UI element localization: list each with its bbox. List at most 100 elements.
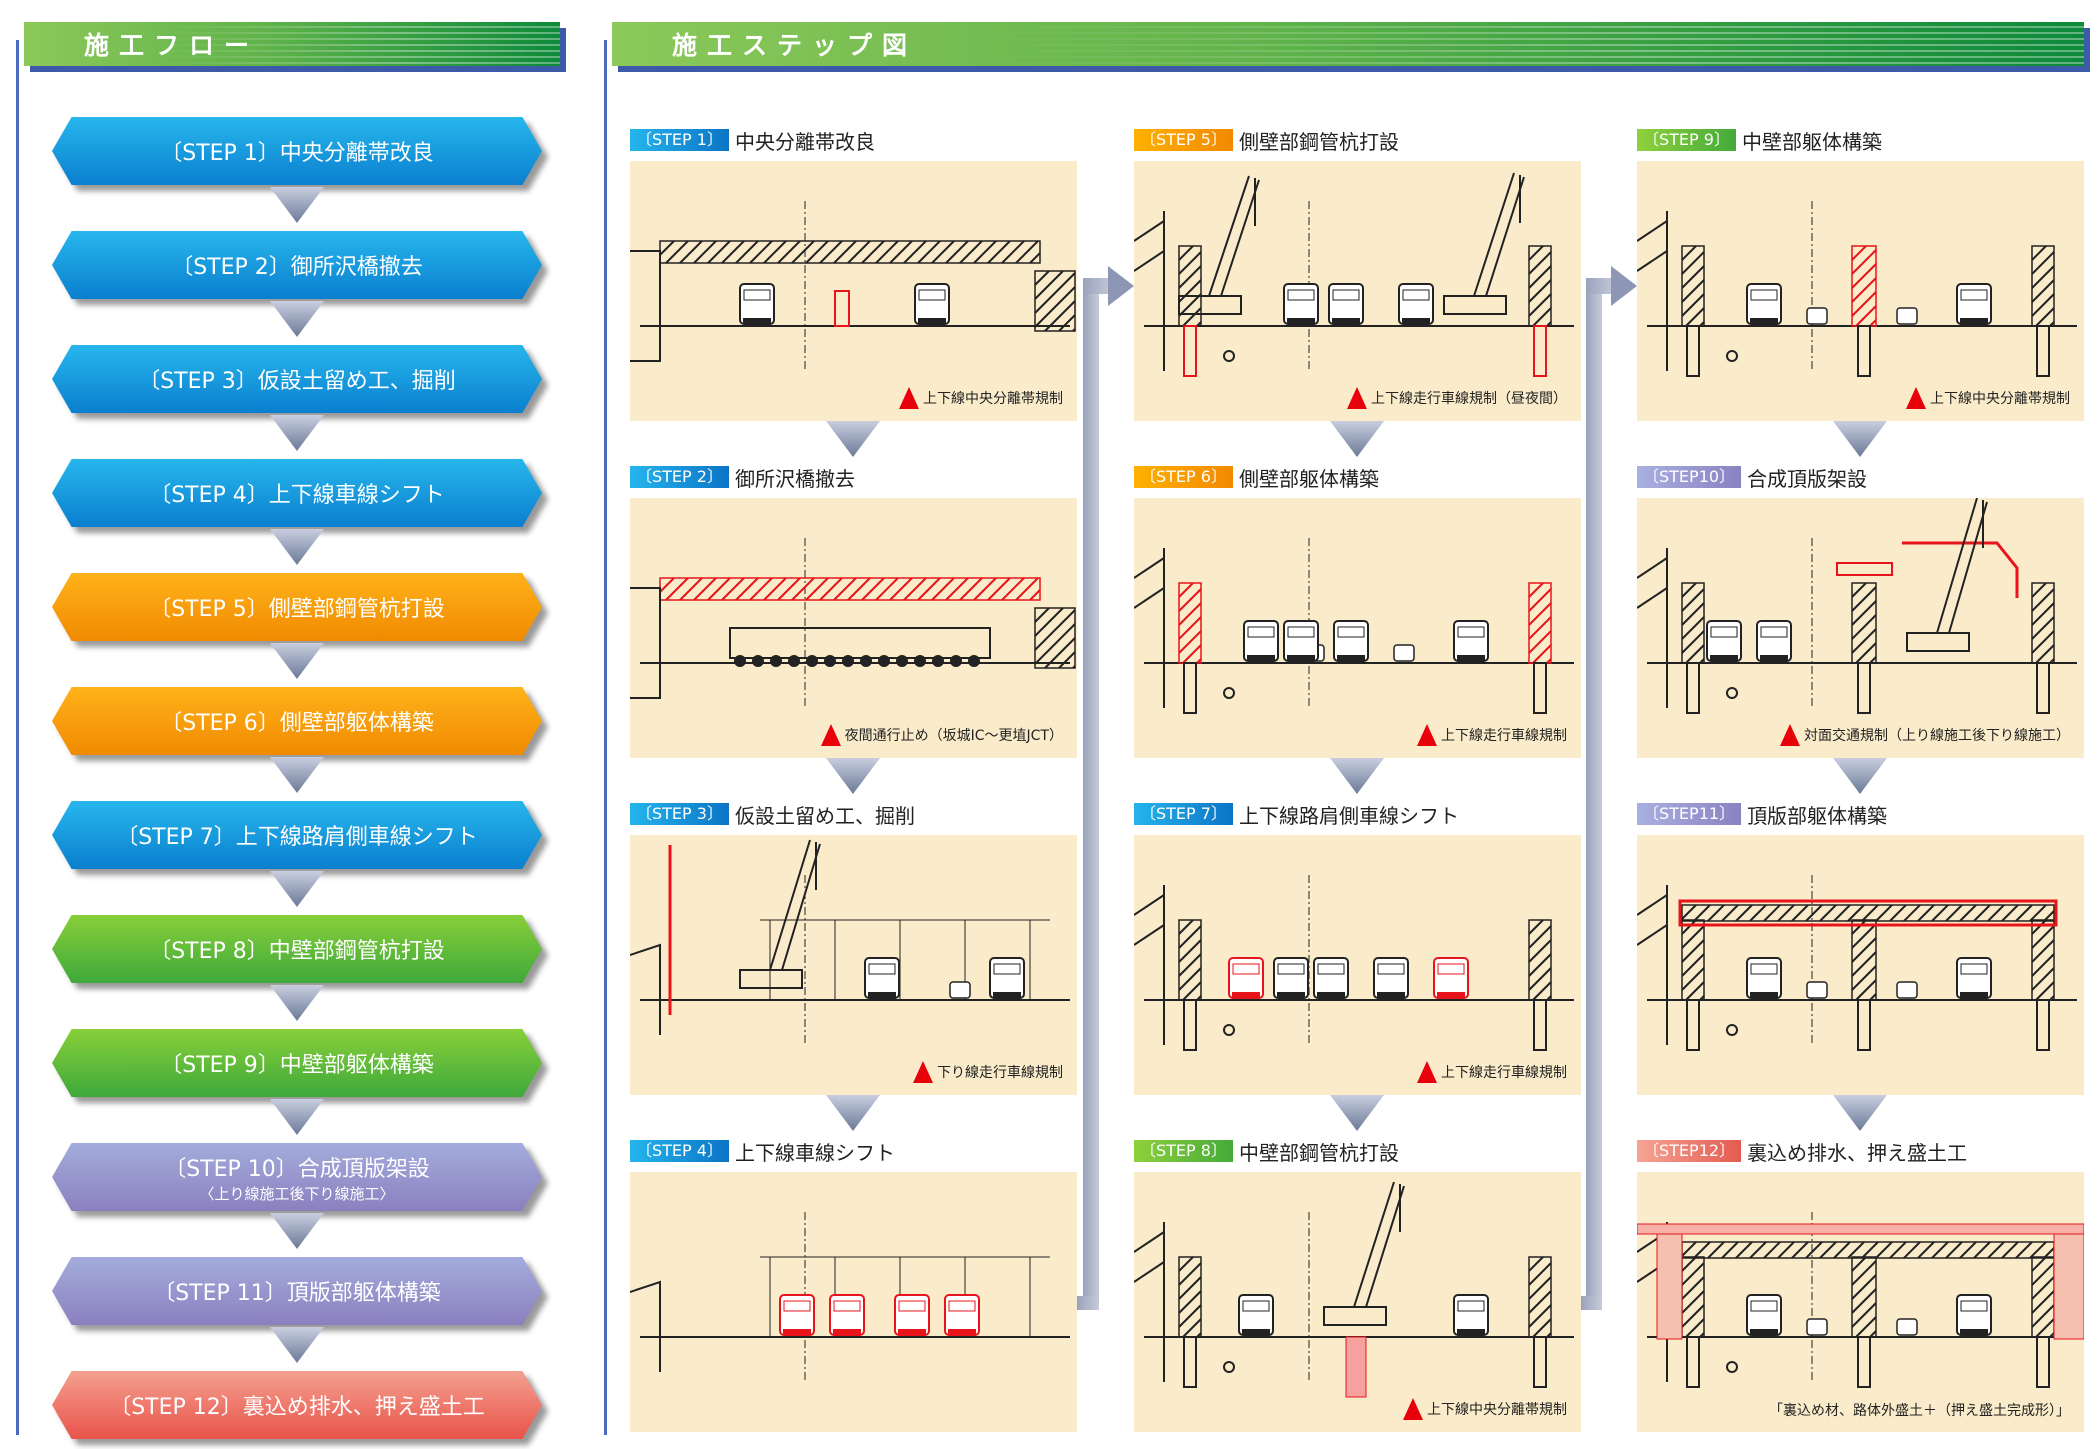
flow-down-arrow-icon (270, 643, 324, 679)
step-diagram-2: 夜間通行止め（坂城IC～更埴JCT） (630, 498, 1077, 758)
flow-down-arrow-icon (270, 1213, 324, 1249)
step-down-arrow-icon (1330, 421, 1384, 457)
step-title: 御所沢橋撤去 (734, 466, 855, 491)
warning-triangle-icon (899, 387, 919, 409)
flow-step-label: 〔STEP 9〕中壁部躯体構築 (160, 1053, 434, 1078)
caption-text: 上下線中央分離帯規制 (1427, 1402, 1567, 1418)
cross-section-drawing (1637, 498, 2077, 714)
flow-down-arrow-icon (270, 1099, 324, 1135)
step-badge: 〔STEP 9〕 (1637, 129, 1736, 151)
step-heading-5: 〔STEP 5〕側壁部鋼管杭打設 (1134, 128, 1399, 154)
step-down-arrow-icon (826, 421, 880, 457)
flow-step-button[interactable]: 〔STEP 2〕御所沢橋撤去 (52, 231, 542, 299)
step-down-arrow-icon (1833, 758, 1887, 794)
warning-triangle-icon (1906, 387, 1926, 409)
traffic-regulation-caption: 下り線走行車線規制 (913, 1061, 1063, 1083)
flow-step-label: 〔STEP 7〕上下線路肩側車線シフト (116, 825, 478, 850)
caption-text: 夜間通行止め（坂城IC～更埴JCT） (844, 728, 1063, 744)
warning-triangle-icon (1403, 1398, 1423, 1420)
traffic-regulation-caption: 上下線中央分離帯規制 (1403, 1398, 1567, 1420)
caption-text: 上下線中央分離帯規制 (923, 391, 1063, 407)
step-down-arrow-icon (826, 758, 880, 794)
flow-down-arrow-icon (270, 529, 324, 565)
flow-step-5[interactable]: 〔STEP 5〕側壁部鋼管杭打設 (52, 573, 552, 651)
cross-section-drawing (1637, 201, 2077, 377)
flow-step-6[interactable]: 〔STEP 6〕側壁部躯体構築 (52, 687, 552, 765)
connector-arrowhead-icon (1108, 266, 1134, 306)
step-badge: 〔STEP 7〕 (1134, 803, 1233, 825)
flow-step-label: 〔STEP 5〕側壁部鋼管杭打設 (149, 597, 445, 622)
flow-step-button[interactable]: 〔STEP 11〕頂版部躯体構築 (52, 1257, 542, 1325)
step-diagram-12: 「裏込め材、路体外盛土＋（押え盛土完成形）」 (1637, 1172, 2084, 1432)
flow-step-button[interactable]: 〔STEP 12〕裏込め排水、押え盛土工 (52, 1371, 542, 1439)
flow-step-9[interactable]: 〔STEP 9〕中壁部躯体構築 (52, 1029, 552, 1107)
flow-step-label: 〔STEP 4〕上下線車線シフト (149, 483, 445, 508)
flow-step-label: 〔STEP 10〕合成頂版架設 (164, 1156, 430, 1182)
warning-triangle-icon (913, 1061, 933, 1083)
step-down-arrow-icon (826, 1095, 880, 1131)
warning-triangle-icon (820, 724, 841, 746)
step-title: 裏込め排水、押え盛土工 (1747, 1140, 1968, 1165)
flow-step-4[interactable]: 〔STEP 4〕上下線車線シフト (52, 459, 552, 537)
flow-panel-title: 施工フロー (84, 31, 260, 60)
flow-step-button[interactable]: 〔STEP 8〕中壁部鋼管杭打設 (52, 915, 542, 983)
flow-down-arrow-icon (270, 1327, 324, 1363)
caption-text: 上下線走行車線規制 (1441, 1065, 1567, 1081)
flow-down-arrow-icon (270, 415, 324, 451)
flow-step-1[interactable]: 〔STEP 1〕中央分離帯改良 (52, 117, 552, 195)
step-heading-11: 〔STEP11〕頂版部躯体構築 (1637, 802, 1887, 828)
flow-step-10[interactable]: 〔STEP 10〕合成頂版架設〈上り線施工後下り線施工〉 (52, 1143, 552, 1221)
flow-step-button[interactable]: 〔STEP 7〕上下線路肩側車線シフト (52, 801, 542, 869)
traffic-regulation-caption: 上下線走行車線規制 (1417, 724, 1567, 746)
cross-section-drawing (630, 538, 1076, 708)
step-diagram-1: 上下線中央分離帯規制 (630, 161, 1077, 421)
flow-step-button[interactable]: 〔STEP 3〕仮設土留め工、掘削 (52, 345, 542, 413)
warning-triangle-icon (1347, 387, 1367, 409)
step-diagram-9: 上下線中央分離帯規制 (1637, 161, 2084, 421)
flow-step-3[interactable]: 〔STEP 3〕仮設土留め工、掘削 (52, 345, 552, 423)
step-diagram-5: 上下線走行車線規制（昼夜間） (1134, 161, 1581, 421)
steps-panel-title: 施工ステップ図 (672, 31, 918, 60)
flow-step-button[interactable]: 〔STEP 10〕合成頂版架設〈上り線施工後下り線施工〉 (52, 1143, 542, 1211)
step-diagram-4 (630, 1172, 1077, 1432)
step-diagram-11 (1637, 835, 2084, 1095)
flow-step-12[interactable]: 〔STEP 12〕裏込め排水、押え盛土工 (52, 1371, 552, 1449)
flow-panel-header: 施工フロー (24, 22, 560, 66)
flow-down-arrow-icon (270, 871, 324, 907)
caption-text: 「裏込め材、路体外盛土＋（押え盛土完成形）」 (1769, 1403, 2070, 1419)
step-badge: 〔STEP 5〕 (1134, 129, 1233, 151)
flow-step-sublabel: 〈上り線施工後下り線施工〉 (199, 1184, 395, 1203)
flow-step-button[interactable]: 〔STEP 9〕中壁部躯体構築 (52, 1029, 542, 1097)
caption-text: 上下線中央分離帯規制 (1930, 391, 2070, 407)
traffic-regulation-caption: 「裏込め材、路体外盛土＋（押え盛土完成形）」 (1769, 1400, 2070, 1420)
flow-step-button[interactable]: 〔STEP 6〕側壁部躯体構築 (52, 687, 542, 755)
step-badge: 〔STEP 2〕 (630, 466, 729, 488)
connector-col2-col3 (1586, 285, 1602, 1310)
step-down-arrow-icon (1833, 421, 1887, 457)
flow-down-arrow-icon (270, 187, 324, 223)
flow-step-2[interactable]: 〔STEP 2〕御所沢橋撤去 (52, 231, 552, 309)
steps-panel-header: 施工ステップ図 (612, 22, 2084, 66)
flow-step-button[interactable]: 〔STEP 4〕上下線車線シフト (52, 459, 542, 527)
connector-col2-col3-top (1586, 278, 1616, 294)
step-down-arrow-icon (1833, 1095, 1887, 1131)
traffic-regulation-caption: 上下線中央分離帯規制 (899, 387, 1063, 409)
step-diagram-3: 下り線走行車線規制 (630, 835, 1077, 1095)
cross-section-drawing (630, 1212, 1070, 1382)
flow-step-8[interactable]: 〔STEP 8〕中壁部鋼管杭打設 (52, 915, 552, 993)
flow-step-button[interactable]: 〔STEP 5〕側壁部鋼管杭打設 (52, 573, 542, 641)
traffic-regulation-caption: 上下線走行車線規制 (1417, 1061, 1567, 1083)
flow-step-label: 〔STEP 8〕中壁部鋼管杭打設 (149, 939, 445, 964)
flow-step-label: 〔STEP 6〕側壁部躯体構築 (160, 711, 434, 736)
caption-text: 対面交通規制（上り線施工後下り線施工） (1804, 728, 2070, 744)
flow-step-button[interactable]: 〔STEP 1〕中央分離帯改良 (52, 117, 542, 185)
step-title: 側壁部鋼管杭打設 (1238, 129, 1399, 154)
flow-step-7[interactable]: 〔STEP 7〕上下線路肩側車線シフト (52, 801, 552, 879)
step-heading-9: 〔STEP 9〕中壁部躯体構築 (1637, 128, 1882, 154)
step-badge: 〔STEP 8〕 (1134, 1140, 1233, 1162)
flow-step-11[interactable]: 〔STEP 11〕頂版部躯体構築 (52, 1257, 552, 1335)
traffic-regulation-caption: 上下線中央分離帯規制 (1906, 387, 2070, 409)
cross-section-drawing (630, 839, 1070, 1045)
flow-down-arrow-icon (270, 301, 324, 337)
step-heading-12: 〔STEP12〕裏込め排水、押え盛土工 (1637, 1139, 1968, 1165)
